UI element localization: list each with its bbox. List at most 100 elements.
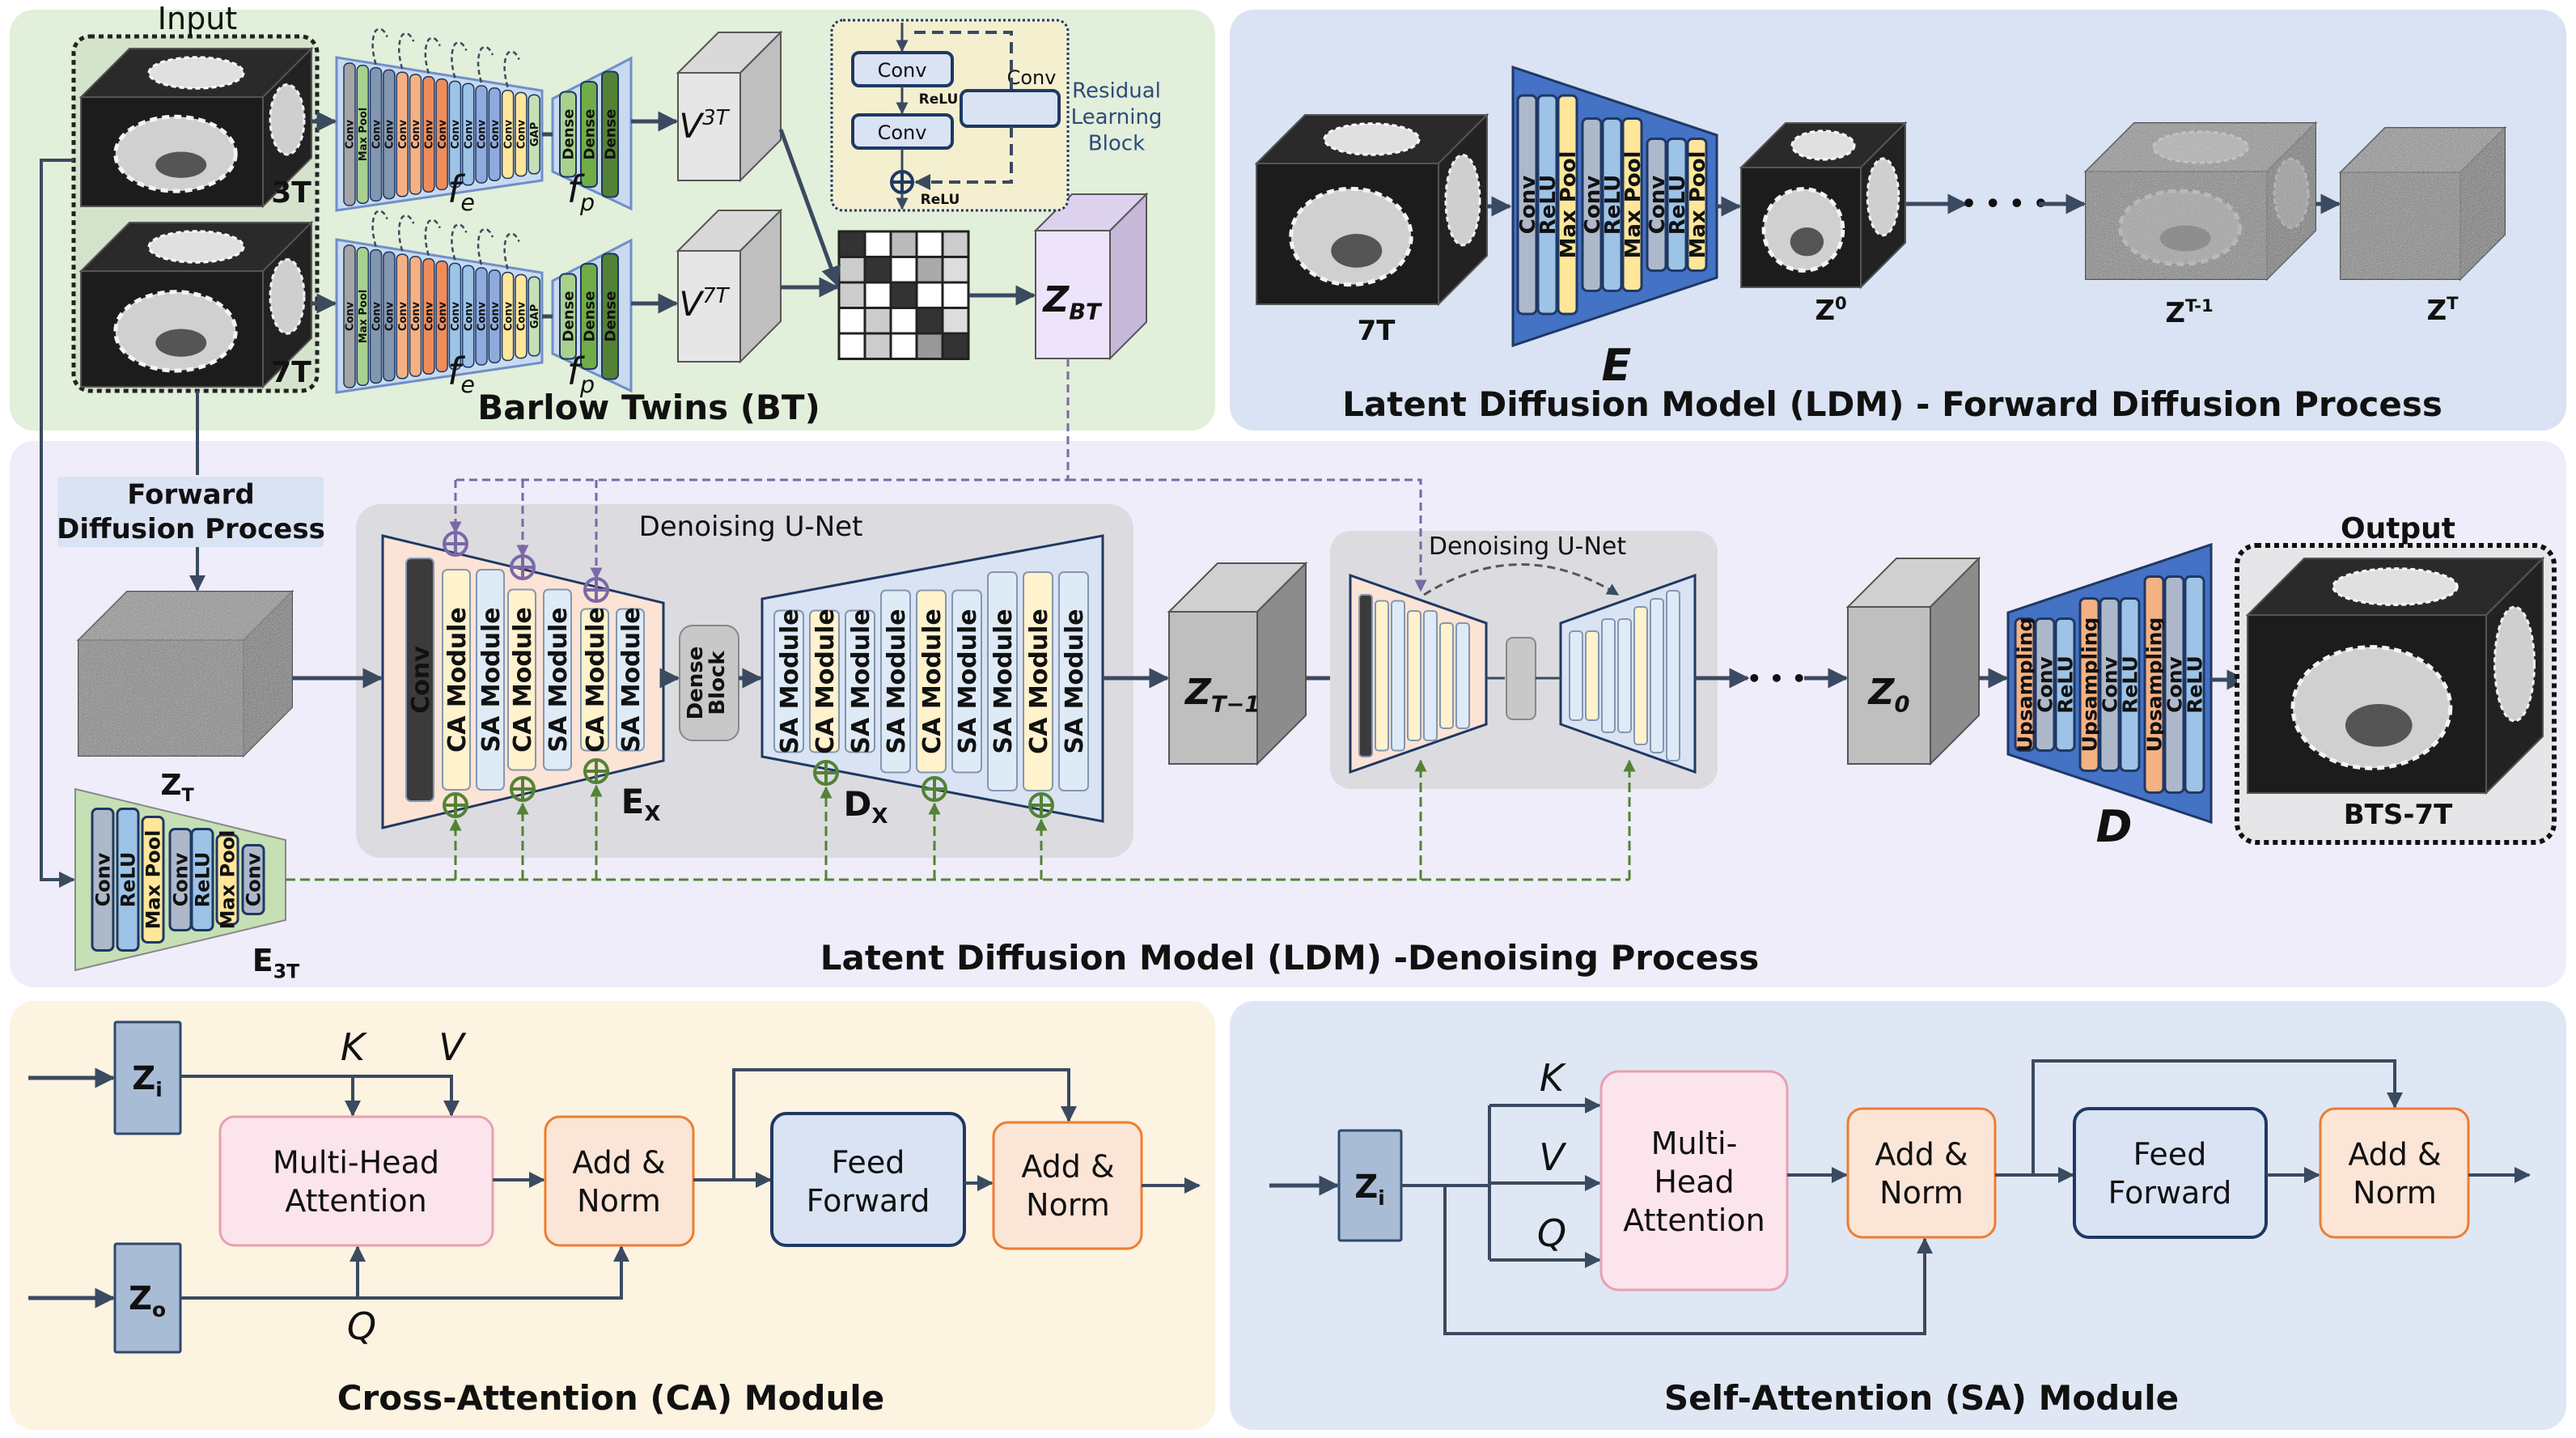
k-label: K xyxy=(1540,1056,1567,1100)
layer-conv xyxy=(2034,617,2056,752)
layer-label: Upsampling xyxy=(2078,617,2102,753)
mha-label: Attention xyxy=(285,1183,426,1219)
matrix-cell xyxy=(837,230,866,258)
matrix-cell xyxy=(915,256,944,284)
denoising-title: Latent Diffusion Model (LDM) -Denoising … xyxy=(820,938,1760,978)
brain-coronal xyxy=(1444,154,1481,247)
output-label: Output xyxy=(2341,512,2455,545)
v3t-cube xyxy=(676,30,783,183)
layer-ca-module xyxy=(916,589,947,774)
matrix-cell xyxy=(915,281,944,309)
brain-coronal xyxy=(2273,157,2310,229)
subscript: 3T xyxy=(702,106,731,130)
matrix-cell xyxy=(863,332,892,360)
layer-label: ReLU xyxy=(192,852,214,908)
layer-conv xyxy=(369,248,383,384)
unet2-layer xyxy=(1650,598,1664,753)
layer-label: ReLU xyxy=(1536,175,1561,235)
brain-ventricle xyxy=(155,151,207,178)
layer-conv xyxy=(405,558,434,802)
layer-conv xyxy=(1646,138,1667,272)
ellipsis: • • • • xyxy=(1961,190,2049,218)
layer-sa-module xyxy=(845,609,875,753)
unet2-layer xyxy=(1423,610,1438,741)
brain-axial xyxy=(2152,130,2249,164)
subscript: i xyxy=(1378,1186,1385,1210)
encoder-e-label: E xyxy=(1602,340,1632,391)
subscript: 0 xyxy=(1894,693,1909,718)
add-norm-label: Add & xyxy=(2348,1137,2441,1173)
zt-minus-1-cube xyxy=(2083,121,2318,282)
layer-conv xyxy=(435,78,448,191)
layer-conv xyxy=(383,251,396,382)
unet2-title: Denoising U-Net xyxy=(1429,532,1627,561)
layer-sa-module xyxy=(616,608,645,752)
layer-label: SA Module xyxy=(1061,609,1089,753)
zo-label-main: Z xyxy=(129,1280,152,1317)
z0-label: Z0 xyxy=(1867,672,1910,718)
unet2-bottleneck xyxy=(1506,637,1536,720)
ca-multi-head-attention xyxy=(218,1115,494,1247)
layer-relu xyxy=(190,828,214,931)
layer-label: ReLU xyxy=(2184,655,2207,714)
layer-label: Conv xyxy=(2099,656,2122,713)
layer-label: Conv xyxy=(2034,656,2057,713)
layer-label: Conv xyxy=(423,301,435,331)
add-circle-icon xyxy=(922,776,947,802)
layer-conv xyxy=(475,85,488,184)
output-bts-7t-cube xyxy=(2245,556,2545,795)
layer-label: Conv xyxy=(397,119,409,149)
label-3t: 3T xyxy=(271,176,311,210)
layer-label: Conv xyxy=(489,119,502,149)
layer-conv xyxy=(435,260,448,373)
sa-feed-forward xyxy=(2073,1107,2268,1239)
arrow xyxy=(2032,1059,2403,1175)
layer-relu xyxy=(2184,575,2205,794)
add-circle-icon xyxy=(510,554,536,580)
layer-conv xyxy=(2099,597,2121,772)
matrix-cell xyxy=(941,256,970,284)
unet2-layer xyxy=(1666,590,1680,761)
add-norm-label: Add & xyxy=(1021,1149,1114,1185)
subscript: BT xyxy=(1069,300,1103,325)
mha-label: Multi-Head xyxy=(273,1145,439,1181)
subscript: X xyxy=(871,804,888,829)
layer-label: Conv xyxy=(516,119,528,149)
layer-relu xyxy=(1666,138,1688,272)
noise-texture xyxy=(2086,123,2315,172)
layer-max-pool xyxy=(1686,138,1708,272)
layer-max-pool xyxy=(1621,117,1643,292)
layer-label: Conv xyxy=(463,119,475,149)
noise-texture xyxy=(2341,172,2460,279)
zbt-label: ZBT xyxy=(1041,279,1103,325)
v7t-label-main: V xyxy=(679,284,705,324)
z0-label-main: Z xyxy=(1867,672,1896,713)
layer-relu xyxy=(1601,117,1623,292)
forward-diffusion-process-label: Forward xyxy=(127,479,254,511)
add-norm-label: Norm xyxy=(1879,1175,1964,1211)
unet2-layer xyxy=(1407,610,1421,741)
layer-sa-module xyxy=(951,589,982,774)
layer-label: Conv xyxy=(345,119,357,149)
layer-dense xyxy=(601,252,619,380)
matrix-cell xyxy=(889,230,918,258)
unet2-layer xyxy=(1633,606,1648,745)
zt-label-main: Z xyxy=(160,769,181,802)
layer-label: Dense xyxy=(581,109,598,160)
layer-conv xyxy=(409,74,422,195)
zi-label-main: Z xyxy=(132,1060,155,1097)
sa-add-norm-1 xyxy=(1846,1107,1997,1239)
cross-correlation-matrix xyxy=(837,230,970,360)
decoder-d-label: D xyxy=(2096,801,2133,852)
cube-front xyxy=(1168,611,1258,765)
add-norm-label: Add & xyxy=(572,1145,665,1181)
layer-sa-module xyxy=(476,569,505,791)
mha-label: Head xyxy=(1654,1164,1734,1199)
